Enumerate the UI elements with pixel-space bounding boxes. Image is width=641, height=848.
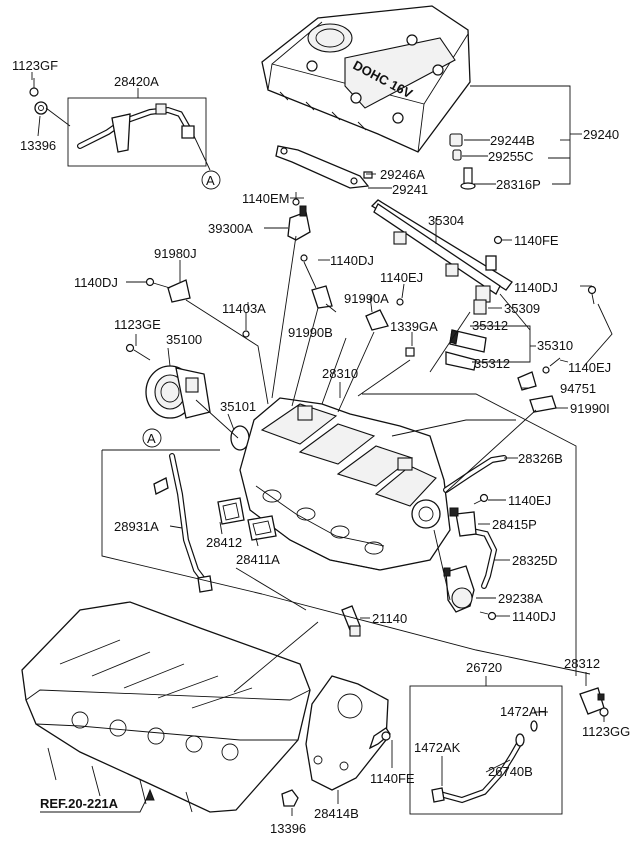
pcv-hose-assembly: [67, 97, 207, 167]
label-28312: 28312: [564, 656, 600, 671]
label-28325d: 28325D: [512, 553, 558, 568]
label-91990b: 91990B: [288, 325, 333, 340]
label-1140ej-c: 1140EJ: [508, 493, 551, 508]
bolt-1140fe-rail: [493, 235, 512, 245]
label-1472ak: 1472AK: [414, 740, 461, 755]
reference-circle-a-top: [201, 170, 221, 190]
bolt-1140dj-lower: [479, 611, 497, 621]
cover-bracket-part: [275, 145, 373, 189]
leader-lines: [31, 72, 613, 816]
label-29244b: 29244B: [490, 133, 535, 148]
label-35310: 35310: [537, 338, 573, 353]
valve-28415p: [449, 507, 477, 537]
label-28931a: 28931A: [114, 519, 159, 534]
label-13396-bottom: 13396: [270, 821, 306, 836]
label-ref-20-221a: REF.20-221A: [40, 796, 119, 811]
bracket-91990b: [300, 254, 333, 309]
bolt-1123gf: [29, 78, 39, 97]
label-35309: 35309: [504, 301, 540, 316]
label-28420a: 28420A: [114, 74, 159, 89]
bolt-1140ej-mid: [473, 493, 489, 505]
bracket-91980j: [145, 277, 191, 303]
label-circle-a-top: A: [206, 173, 215, 188]
injector-35310: [445, 329, 487, 371]
label-1140fe-bottom: 1140FE: [370, 771, 415, 786]
label-35100: 35100: [166, 332, 202, 347]
engine-cover-part: DOHC 16V: [261, 5, 471, 153]
fuel-connector-35309: [473, 299, 487, 315]
fuel-rail-part: [370, 199, 513, 303]
label-28326b: 28326B: [518, 451, 563, 466]
label-29255c: 29255C: [488, 149, 534, 164]
gasket-28411a: [247, 515, 277, 541]
label-1140fe-top: 1140FE: [514, 233, 559, 248]
callout-labels: 1123GF 28420A 13396 A 29244B 29240 29255…: [12, 58, 630, 836]
cylinder-head-reference: [21, 601, 311, 813]
label-1123gf: 1123GF: [12, 58, 58, 73]
ref-arrow: [40, 788, 155, 813]
label-13396-top: 13396: [20, 138, 56, 153]
label-1140dj-c: 1140DJ: [514, 280, 558, 295]
label-29241: 29241: [392, 182, 428, 197]
label-11403a: 11403A: [222, 301, 266, 316]
label-1140ej-b: 1140EJ: [568, 360, 611, 375]
bolt-11403a: [242, 312, 250, 338]
gasket-28412: [217, 497, 245, 525]
label-28411a: 28411A: [236, 552, 280, 567]
label-91990a: 91990A: [344, 291, 389, 306]
intake-manifold-part: [239, 397, 451, 571]
label-1140em: 1140EM: [242, 191, 289, 206]
label-26740b: 26740B: [488, 764, 533, 779]
label-28415p: 28415P: [492, 517, 537, 532]
label-28310: 28310: [322, 366, 358, 381]
label-29240: 29240: [583, 127, 619, 142]
bracket-91990a: [365, 298, 404, 331]
label-35101: 35101: [220, 399, 256, 414]
label-91980j: 91980J: [154, 246, 197, 261]
bolt-1140dj-right: [587, 285, 597, 305]
bracket-28414b: [305, 675, 391, 791]
label-1140dj-b: 1140DJ: [74, 275, 118, 290]
label-28316p: 28316P: [496, 177, 541, 192]
bracket-91990i: [529, 395, 557, 413]
label-35304: 35304: [428, 213, 464, 228]
bolt-1123ge: [125, 343, 151, 361]
throttle-body-part: [145, 365, 211, 419]
label-1123ge: 1123GE: [114, 317, 161, 332]
dipstick-assembly-26720: [409, 685, 563, 815]
label-1339ga: 1339GA: [390, 319, 438, 334]
label-1140ej-a: 1140EJ: [380, 270, 423, 285]
sensor-28312: [579, 687, 609, 717]
label-1472ah: 1472AH: [500, 704, 547, 719]
label-29238a: 29238A: [498, 591, 543, 606]
actuator-29238a: [443, 565, 475, 613]
label-1123gg: 1123GG: [582, 724, 630, 739]
label-28414b: 28414B: [314, 806, 359, 821]
label-39300a: 39300A: [208, 221, 253, 236]
map-sensor-part: [287, 192, 311, 241]
sensor-21140: [341, 605, 361, 637]
label-26720: 26720: [466, 660, 502, 675]
label-1140dj-a: 1140DJ: [330, 253, 374, 268]
label-29246a: 29246A: [380, 167, 425, 182]
pcv-tube-28931a: [153, 453, 213, 593]
label-circle-a-left: A: [147, 431, 156, 446]
label-21140: 21140: [372, 611, 407, 626]
bracket-94751: [517, 357, 561, 391]
label-35312-a: 35312: [472, 318, 508, 333]
hose-28326b: [443, 455, 507, 493]
nut-13396-bottom: [281, 789, 299, 807]
cover-grommets: [449, 133, 476, 190]
label-28412: 28412: [206, 535, 242, 550]
nut-1339ga: [405, 347, 415, 357]
label-35312-b: 35312: [474, 356, 510, 371]
grommet-13396-top: [34, 101, 48, 115]
hose-28325d: [465, 527, 498, 589]
label-94751: 94751: [560, 381, 596, 396]
reference-circle-a-left: [142, 428, 162, 448]
label-91990i: 91990I: [570, 401, 610, 416]
label-1140dj-d: 1140DJ: [512, 609, 556, 624]
